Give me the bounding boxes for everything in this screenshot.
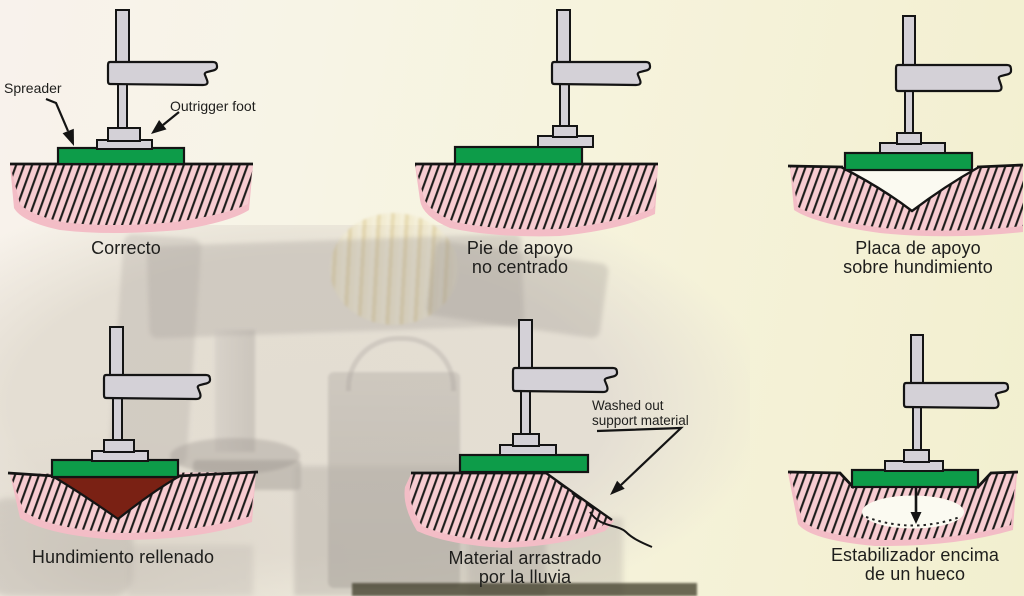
washout-arrowhead [610,480,625,495]
jack-lower-post [117,81,128,131]
ground-surface-left [7,471,55,478]
eroded-slope-line [545,472,613,521]
jack-upper-post [902,15,916,68]
cavity-dotted-edge [865,516,961,527]
outrigger-beam [902,381,1010,410]
ground-hatch [10,165,253,225]
foot-flange [103,439,135,453]
panel-material-arrastrado [404,319,684,548]
sinkhole-void [841,167,979,211]
spreader-plate [50,458,180,479]
photo-foot-disc [170,438,300,474]
panel-placa-sobre-hundimiento [787,15,1024,237]
foot-callout-arrow [162,111,180,126]
caption-material-arrastrado: Material arrastrado por la lluvia [448,548,602,588]
callout-washed-out: Washed out support material [592,398,689,428]
foot-flange [107,127,141,142]
outrigger-beam [894,63,1013,93]
photo-bottom-dark-strip [352,583,697,596]
panel-hundimiento-rellenado [7,326,259,540]
jack-upper-post [910,334,924,386]
spreader-plate [843,151,974,172]
spreader-plate [458,453,590,474]
spreader-plate [850,468,980,489]
ground-hatch [790,166,1023,231]
ground-surface-left [787,164,844,169]
jack-upper-post [556,9,571,65]
panel-correcto [10,9,253,233]
callout-spreader: Spreader [4,80,62,96]
photo-jack-cylinder [215,330,255,452]
outrigger-beam [106,60,219,87]
foot-arrowhead [151,120,167,134]
spreader-arrowhead [62,128,74,146]
foot-flange [896,132,922,145]
caption-hundimiento-rellenado: Hundimiento rellenado [31,547,215,567]
outrigger-beam [102,373,212,401]
ground-hatch [415,165,658,230]
spreader-plate [453,145,584,166]
ground-surface-right [976,163,1024,169]
spreader-callout-arrow [45,97,70,132]
water-flow-line [589,511,653,548]
panel-pie-no-centrado [415,9,658,237]
jack-lower-post [912,404,922,453]
sinkhole-outline [840,165,980,213]
caption-estabilizador-hueco: Estabilizador encima de un hueco [830,545,1000,585]
callout-outrigger-foot: Outrigger foot [170,98,256,114]
jack-lower-post [904,89,914,135]
jack-lower-post [520,389,531,437]
foot-flange [903,449,930,463]
caption-correcto: Correcto [91,238,161,258]
ground-surface-right [975,470,1019,489]
jack-lower-post [112,395,123,443]
ground-hatch [409,474,610,542]
jack-lower-post [559,81,570,129]
jack-upper-post [518,319,533,371]
caption-pie-no-centrado: Pie de apoyo no centrado [466,238,574,278]
caption-placa-sobre-hundimiento: Placa de apoyo sobre hundimiento [843,238,993,278]
jack-upper-post [109,326,124,378]
jack-upper-post [115,9,130,65]
foot-flange [512,433,540,447]
outrigger-beam [511,366,619,394]
washout-tick-marks [557,481,595,510]
washout-callout-arrow [596,426,684,486]
spreader-plate [56,146,186,166]
outrigger-beam [550,60,652,87]
load-arrowhead [910,512,922,524]
ground-surface-left [787,470,856,489]
photo-pad-bottom-left-2 [128,545,253,596]
photo-tire [330,213,458,325]
ground-surface-right [177,470,259,478]
foot-flange [552,125,578,138]
filled-sinkhole [50,475,183,521]
panel-estabilizador-hueco [787,334,1019,547]
